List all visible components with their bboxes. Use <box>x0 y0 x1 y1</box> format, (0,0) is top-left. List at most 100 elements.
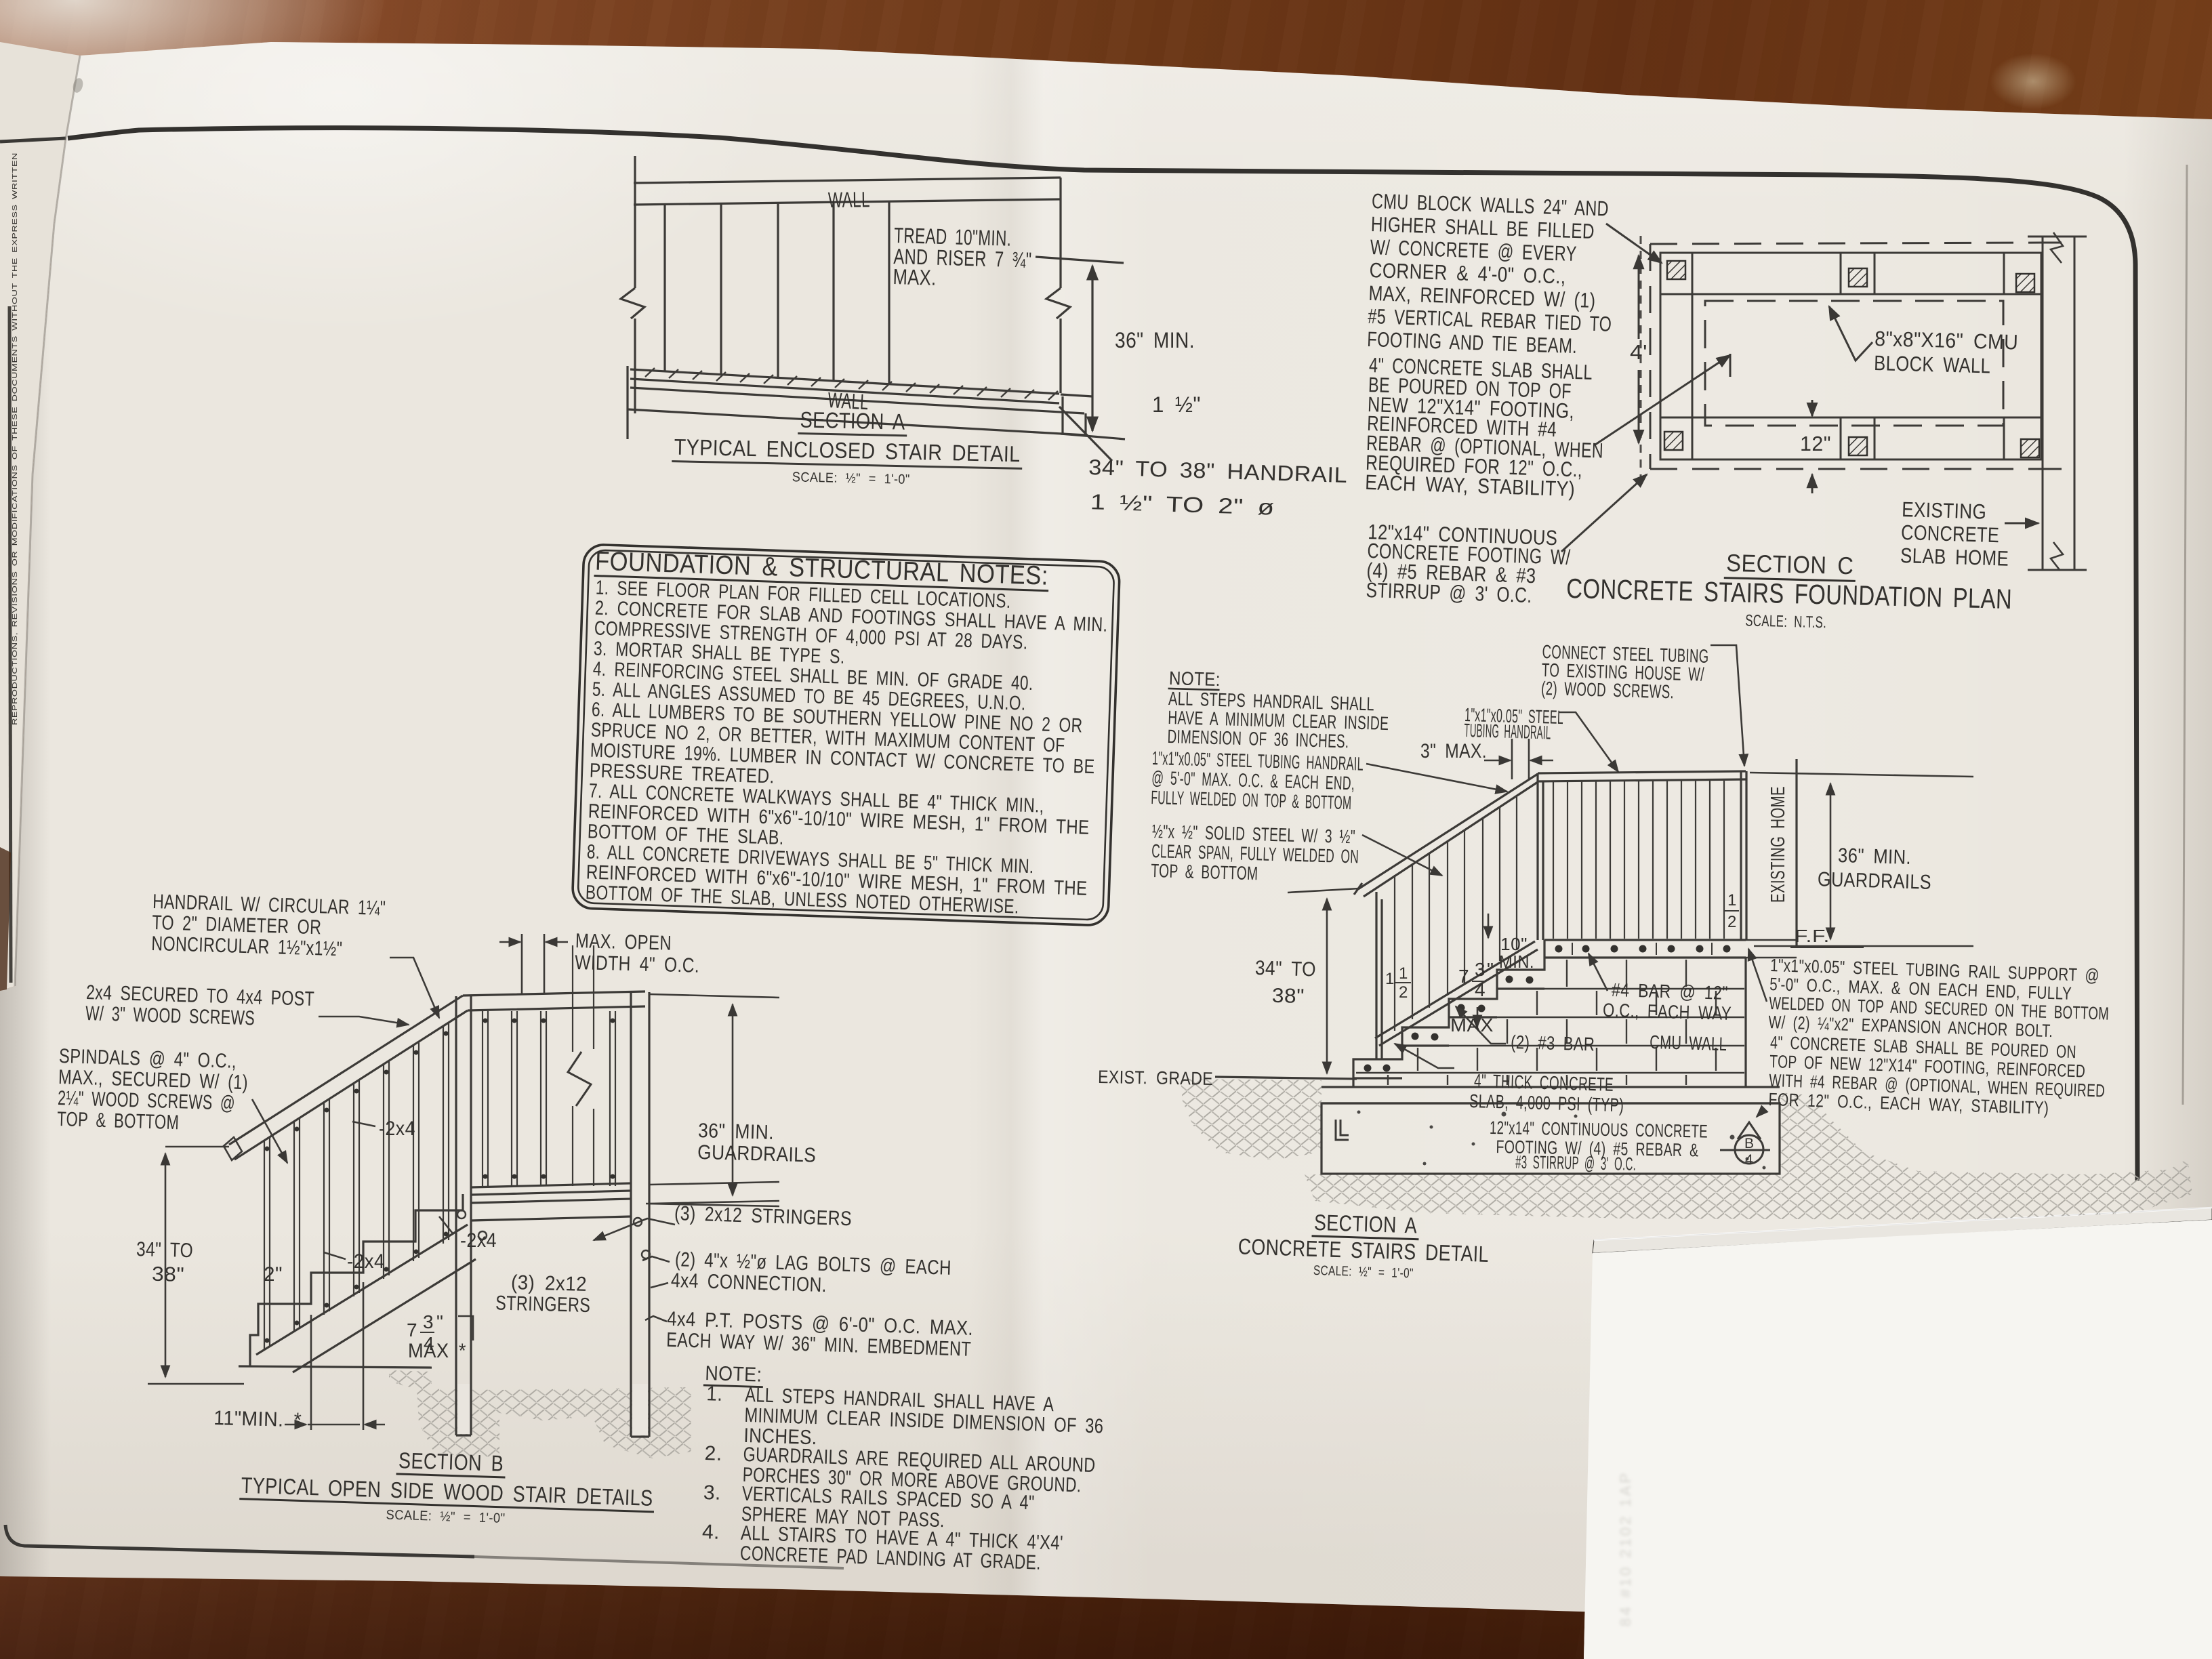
svg-text:MAX *: MAX * <box>408 1340 466 1362</box>
svg-text:1: 1 <box>1385 970 1395 988</box>
svg-text:MAX: MAX <box>1450 1015 1494 1036</box>
svg-text:4: 4 <box>1475 979 1486 1000</box>
svg-text:(3) 2x12: (3) 2x12 <box>511 1271 588 1296</box>
svg-text:": " <box>436 1311 443 1332</box>
svg-text:B: B <box>1744 1136 1755 1151</box>
svg-text:DIMENSION OF 36 INCHES.: DIMENSION OF 36 INCHES. <box>1167 726 1349 752</box>
svg-text:3" MAX.: 3" MAX. <box>1420 740 1487 762</box>
svg-text:-2x4: -2x4 <box>347 1250 385 1273</box>
svg-text:CONCRETE: CONCRETE <box>1901 520 2000 547</box>
svg-text:10": 10" <box>1500 934 1528 954</box>
svg-text:2: 2 <box>1399 983 1408 1002</box>
svg-text:34" TO: 34" TO <box>136 1238 194 1262</box>
svg-text:WALL: WALL <box>828 187 870 212</box>
svg-text:34" TO 38" HANDRAIL: 34" TO 38" HANDRAIL <box>1088 455 1348 487</box>
svg-text:1 ½": 1 ½" <box>1152 392 1201 417</box>
svg-text:8"x8"X16" CMU: 8"x8"X16" CMU <box>1875 327 2019 354</box>
svg-text:F.F.: F.F. <box>1795 926 1830 946</box>
svg-text:REPRODUCTIONS, REVISIONS OR MO: REPRODUCTIONS, REVISIONS OR MODIFICATION… <box>12 152 19 725</box>
svg-text:CONCRETE STAIRS DETAIL: CONCRETE STAIRS DETAIL <box>1237 1233 1489 1267</box>
svg-text:36" MIN.: 36" MIN. <box>1838 844 1912 869</box>
svg-text:1.: 1. <box>706 1382 723 1406</box>
svg-text:12"x14" CONTINUOUS CONCRETE: 12"x14" CONTINUOUS CONCRETE <box>1490 1118 1708 1142</box>
svg-text:NOTE:: NOTE: <box>705 1362 762 1387</box>
svg-text:1: 1 <box>1727 891 1737 909</box>
svg-text:11"MIN. *: 11"MIN. * <box>213 1407 302 1431</box>
svg-text:2": 2" <box>264 1263 283 1286</box>
svg-text:(2) #3 BAR: (2) #3 BAR <box>1511 1031 1595 1054</box>
svg-text:1"x1"x0.05" STEEL: 1"x1"x0.05" STEEL <box>1465 704 1564 728</box>
svg-text:CMU WALL: CMU WALL <box>1650 1031 1727 1054</box>
svg-text:38": 38" <box>1271 985 1305 1008</box>
svg-text:SECTION C: SECTION C <box>1726 549 1854 580</box>
svg-text:O.C., EACH WAY: O.C., EACH WAY <box>1603 1000 1732 1024</box>
svg-text:TO EXISTING HOUSE W/: TO EXISTING HOUSE W/ <box>1541 659 1704 685</box>
svg-text:MAX. OPEN: MAX. OPEN <box>575 930 672 955</box>
svg-text:7: 7 <box>1458 966 1469 987</box>
svg-text:SCALE: ½" = 1'-0": SCALE: ½" = 1'-0" <box>792 470 910 487</box>
svg-text:4: 4 <box>1745 1152 1753 1168</box>
svg-text:#3 STIRRUP @ 3' O.C.: #3 STIRRUP @ 3' O.C. <box>1515 1152 1636 1174</box>
svg-text:SECTION A: SECTION A <box>1314 1210 1418 1238</box>
svg-text:TOP & BOTTOM: TOP & BOTTOM <box>1151 860 1258 884</box>
svg-text:34" TO: 34" TO <box>1255 957 1317 981</box>
svg-text:W/ 3" WOOD SCREWS: W/ 3" WOOD SCREWS <box>85 1002 255 1029</box>
svg-text:(3) 2x12 STRINGERS: (3) 2x12 STRINGERS <box>674 1202 853 1230</box>
svg-text:TO 2" DIAMETER OR: TO 2" DIAMETER OR <box>152 912 322 939</box>
svg-text:7: 7 <box>407 1319 417 1340</box>
svg-text:MAX.: MAX. <box>893 264 937 290</box>
svg-text:EXIST. GRADE: EXIST. GRADE <box>1098 1067 1213 1089</box>
svg-text:SCALE: ½" = 1'-0": SCALE: ½" = 1'-0" <box>386 1507 506 1526</box>
svg-text:BLOCK WALL: BLOCK WALL <box>1874 351 1991 377</box>
svg-text:(2) WOOD SCREWS.: (2) WOOD SCREWS. <box>1541 678 1675 702</box>
svg-text:STIRRUP @ 3' O.C.: STIRRUP @ 3' O.C. <box>1366 578 1532 607</box>
svg-text:1 ½" TO 2" ø: 1 ½" TO 2" ø <box>1090 489 1275 520</box>
svg-text:SLAB, 4,000 PSI (TYP): SLAB, 4,000 PSI (TYP) <box>1469 1090 1624 1115</box>
svg-text:NOTE:: NOTE: <box>1169 668 1221 690</box>
svg-text:AND RISER 7 ¾": AND RISER 7 ¾" <box>893 244 1032 272</box>
svg-text:2¼" WOOD SCREWS @: 2¼" WOOD SCREWS @ <box>58 1087 236 1115</box>
svg-text:4.: 4. <box>702 1521 720 1544</box>
svg-text:GUARDRAILS: GUARDRAILS <box>1818 868 1932 894</box>
svg-text:SPINDALS @ 4" O.C.,: SPINDALS @ 4" O.C., <box>59 1045 237 1073</box>
svg-text:TUBING HANDRAIL: TUBING HANDRAIL <box>1464 720 1551 743</box>
svg-text:TREAD 10"MIN.: TREAD 10"MIN. <box>894 223 1012 251</box>
svg-text:SECTION A: SECTION A <box>800 407 905 434</box>
svg-text:WIDTH 4" O.C.: WIDTH 4" O.C. <box>575 951 700 977</box>
svg-text:FOOTING W/ (4) #5 REBAR &: FOOTING W/ (4) #5 REBAR & <box>1496 1136 1698 1160</box>
svg-text:": " <box>1487 959 1494 980</box>
svg-text:TOP & BOTTOM: TOP & BOTTOM <box>57 1108 180 1134</box>
svg-text:3: 3 <box>423 1311 434 1332</box>
svg-text:2.: 2. <box>704 1442 722 1465</box>
svg-text:WALL: WALL <box>827 388 869 414</box>
svg-text:38": 38" <box>152 1263 185 1286</box>
svg-text:#4 BAR @ 12": #4 BAR @ 12" <box>1612 979 1729 1004</box>
svg-text:MIN.: MIN. <box>1499 951 1534 972</box>
svg-text:36" MIN.: 36" MIN. <box>1115 328 1195 352</box>
svg-text:-2x4: -2x4 <box>379 1118 415 1140</box>
svg-text:CONNECT STEEL TUBING: CONNECT STEEL TUBING <box>1542 641 1709 667</box>
svg-text:GUARDRAILS: GUARDRAILS <box>697 1141 817 1167</box>
svg-text:SCALE: N.T.S.: SCALE: N.T.S. <box>1745 611 1827 632</box>
svg-text:-2x4: -2x4 <box>460 1229 497 1252</box>
svg-text:EXISTING HOME: EXISTING HOME <box>1767 786 1789 903</box>
svg-text:NONCIRCULAR 1½"x1½": NONCIRCULAR 1½"x1½" <box>151 933 343 960</box>
svg-text:1: 1 <box>1399 964 1408 983</box>
svg-text:INCHES.: INCHES. <box>743 1425 817 1449</box>
svg-text:EXISTING: EXISTING <box>1902 497 1987 524</box>
svg-text:4x4 CONNECTION.: 4x4 CONNECTION. <box>671 1269 827 1296</box>
svg-text:SCALE: ½" = 1'-0": SCALE: ½" = 1'-0" <box>1313 1263 1414 1282</box>
svg-text:4: 4 <box>424 1333 434 1354</box>
svg-text:STRINGERS: STRINGERS <box>495 1292 591 1317</box>
svg-text:36" MIN.: 36" MIN. <box>698 1120 775 1144</box>
svg-text:12": 12" <box>1800 432 1831 455</box>
svg-text:CONCRETE STAIRS FOUNDATION PLA: CONCRETE STAIRS FOUNDATION PLAN <box>1566 573 2013 615</box>
svg-text:4': 4' <box>1630 340 1647 364</box>
svg-text:3.: 3. <box>703 1481 721 1504</box>
svg-text:4" THICK CONCRETE: 4" THICK CONCRETE <box>1474 1070 1614 1095</box>
svg-text:3: 3 <box>1475 959 1486 980</box>
svg-text:SLAB HOME: SLAB HOME <box>1900 544 2009 571</box>
svg-text:2: 2 <box>1727 913 1737 931</box>
svg-text:SECTION B: SECTION B <box>398 1448 504 1476</box>
svg-text:(4) #5 REBAR & #3: (4) #5 REBAR & #3 <box>1366 558 1536 588</box>
